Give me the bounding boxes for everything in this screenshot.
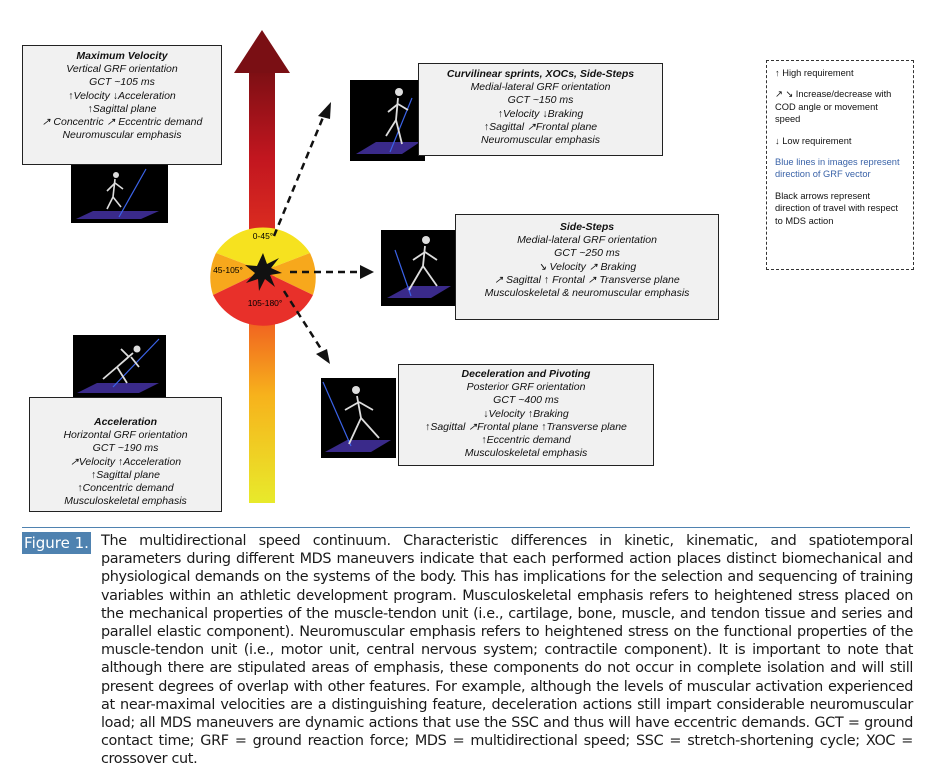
- max-velocity-line: ↑Sagittal plane: [87, 102, 157, 115]
- curvilinear-line: ↑Sagittal ↗Frontal plane: [483, 120, 598, 133]
- side-steps-line: Musculoskeletal & neuromuscular emphasis: [484, 287, 690, 300]
- arrowhead-curvilinear-icon: [318, 102, 331, 119]
- legend-black-arrows: Black arrows represent direction of trav…: [775, 190, 898, 226]
- side-steps-line: Medial-lateral GRF orientation: [517, 234, 657, 247]
- cod-angle-wheel: 0-45° 45-105° 105-180°: [210, 227, 316, 326]
- max-velocity-image: [71, 165, 168, 223]
- wheel-label-middle: 45-105°: [213, 265, 243, 275]
- side-steps-title: Side-Steps: [559, 221, 615, 233]
- max-velocity-title: Maximum Velocity: [76, 50, 168, 62]
- side-steps-line: ↗ Sagittal ↑ Frontal ↗ Transverse plane: [494, 273, 680, 286]
- side-steps-line: GCT ~250 ms: [554, 247, 620, 260]
- side-steps-image: [381, 230, 457, 306]
- deceleration-title: Deceleration and Pivoting: [461, 368, 591, 380]
- caption-rule: [22, 527, 910, 528]
- max-velocity-line: Neuromuscular emphasis: [62, 129, 182, 142]
- legend-low: ↓ Low requirement: [775, 135, 852, 146]
- mds-continuum-diagram: 0-45° 45-105° 105-180° Maximum Velocity: [22, 30, 914, 512]
- acceleration-image: [73, 335, 166, 397]
- curvilinear-box: Curvilinear sprints, XOCs, Side-Steps Me…: [418, 63, 663, 156]
- acceleration-line: Musculoskeletal emphasis: [64, 495, 187, 508]
- side-steps-box: Side-Steps Medial-lateral GRF orientatio…: [455, 214, 719, 320]
- deceleration-line: ↑Sagittal ↗Frontal plane ↑Transverse pla…: [425, 420, 627, 433]
- curvilinear-line: GCT ~150 ms: [507, 94, 574, 107]
- continuum-arrow: 0-45° 45-105° 105-180°: [210, 30, 374, 503]
- wheel-segment-bottom: [213, 271, 313, 326]
- acceleration-title: Acceleration: [93, 416, 158, 428]
- figure-caption: The multidirectional speed continuum. Ch…: [101, 533, 913, 768]
- deceleration-line: Posterior GRF orientation: [466, 381, 586, 394]
- legend-high: ↑ High requirement: [775, 68, 854, 78]
- burst-icon: [245, 253, 282, 291]
- wheel-label-top: 0-45°: [253, 231, 273, 241]
- max-velocity-box: Maximum Velocity Vertical GRF orientatio…: [22, 45, 222, 165]
- deceleration-line: Musculoskeletal emphasis: [464, 447, 588, 460]
- arrow-head: [234, 30, 290, 73]
- deceleration-line: GCT ~400 ms: [493, 394, 559, 407]
- legend-box: ↑ High requirement ↗ ↘ Increase/decrease…: [766, 60, 914, 270]
- deceleration-line: ↑Eccentric demand: [481, 434, 571, 447]
- wheel-segment-left: [210, 253, 263, 295]
- figure-label: Figure 1.: [22, 532, 91, 554]
- acceleration-line: GCT ~190 ms: [92, 442, 159, 455]
- deceleration-line: ↓Velocity ↑Braking: [483, 407, 569, 420]
- side-steps-line: ↘ Velocity ↗ Braking: [537, 260, 637, 273]
- wheel-label-bottom: 105-180°: [248, 298, 283, 308]
- curvilinear-title: Curvilinear sprints, XOCs, Side-Steps: [446, 68, 635, 80]
- legend-blue-lines: Blue lines in images represent direction…: [775, 157, 900, 180]
- arrowhead-deceleration-icon: [316, 349, 330, 364]
- curvilinear-line: Medial-lateral GRF orientation: [470, 81, 611, 94]
- direction-arrows: [272, 114, 360, 353]
- arrow-curvilinear: [272, 114, 326, 237]
- deceleration-box: Deceleration and Pivoting Posterior GRF …: [398, 364, 654, 466]
- acceleration-line: Horizontal GRF orientation: [63, 429, 188, 442]
- max-velocity-line: GCT ~105 ms: [89, 76, 155, 89]
- deceleration-image: [321, 378, 396, 458]
- wheel-segment-right: [263, 253, 316, 295]
- acceleration-line: ↑Concentric demand: [77, 482, 174, 495]
- arrow-deceleration: [282, 290, 325, 353]
- max-velocity-line: ↗ Concentric ↗ Eccentric demand: [41, 116, 203, 129]
- max-velocity-line: Vertical GRF orientation: [66, 63, 178, 76]
- acceleration-line: ↗Velocity ↑Acceleration: [69, 455, 182, 468]
- acceleration-box: Acceleration Horizontal GRF orientation …: [29, 397, 222, 512]
- legend-change: ↗ ↘ Increase/decrease with COD angle or …: [775, 89, 892, 125]
- curvilinear-line: ↑Velocity ↓Braking: [497, 107, 584, 120]
- max-velocity-line: ↑Velocity ↓Acceleration: [68, 89, 176, 102]
- wheel-segment-top: [216, 227, 310, 271]
- curvilinear-line: Neuromuscular emphasis: [480, 134, 601, 147]
- curvilinear-image: [350, 80, 425, 161]
- arrowhead-side-steps-icon: [360, 265, 374, 279]
- acceleration-line: ↑Sagittal plane: [91, 468, 160, 481]
